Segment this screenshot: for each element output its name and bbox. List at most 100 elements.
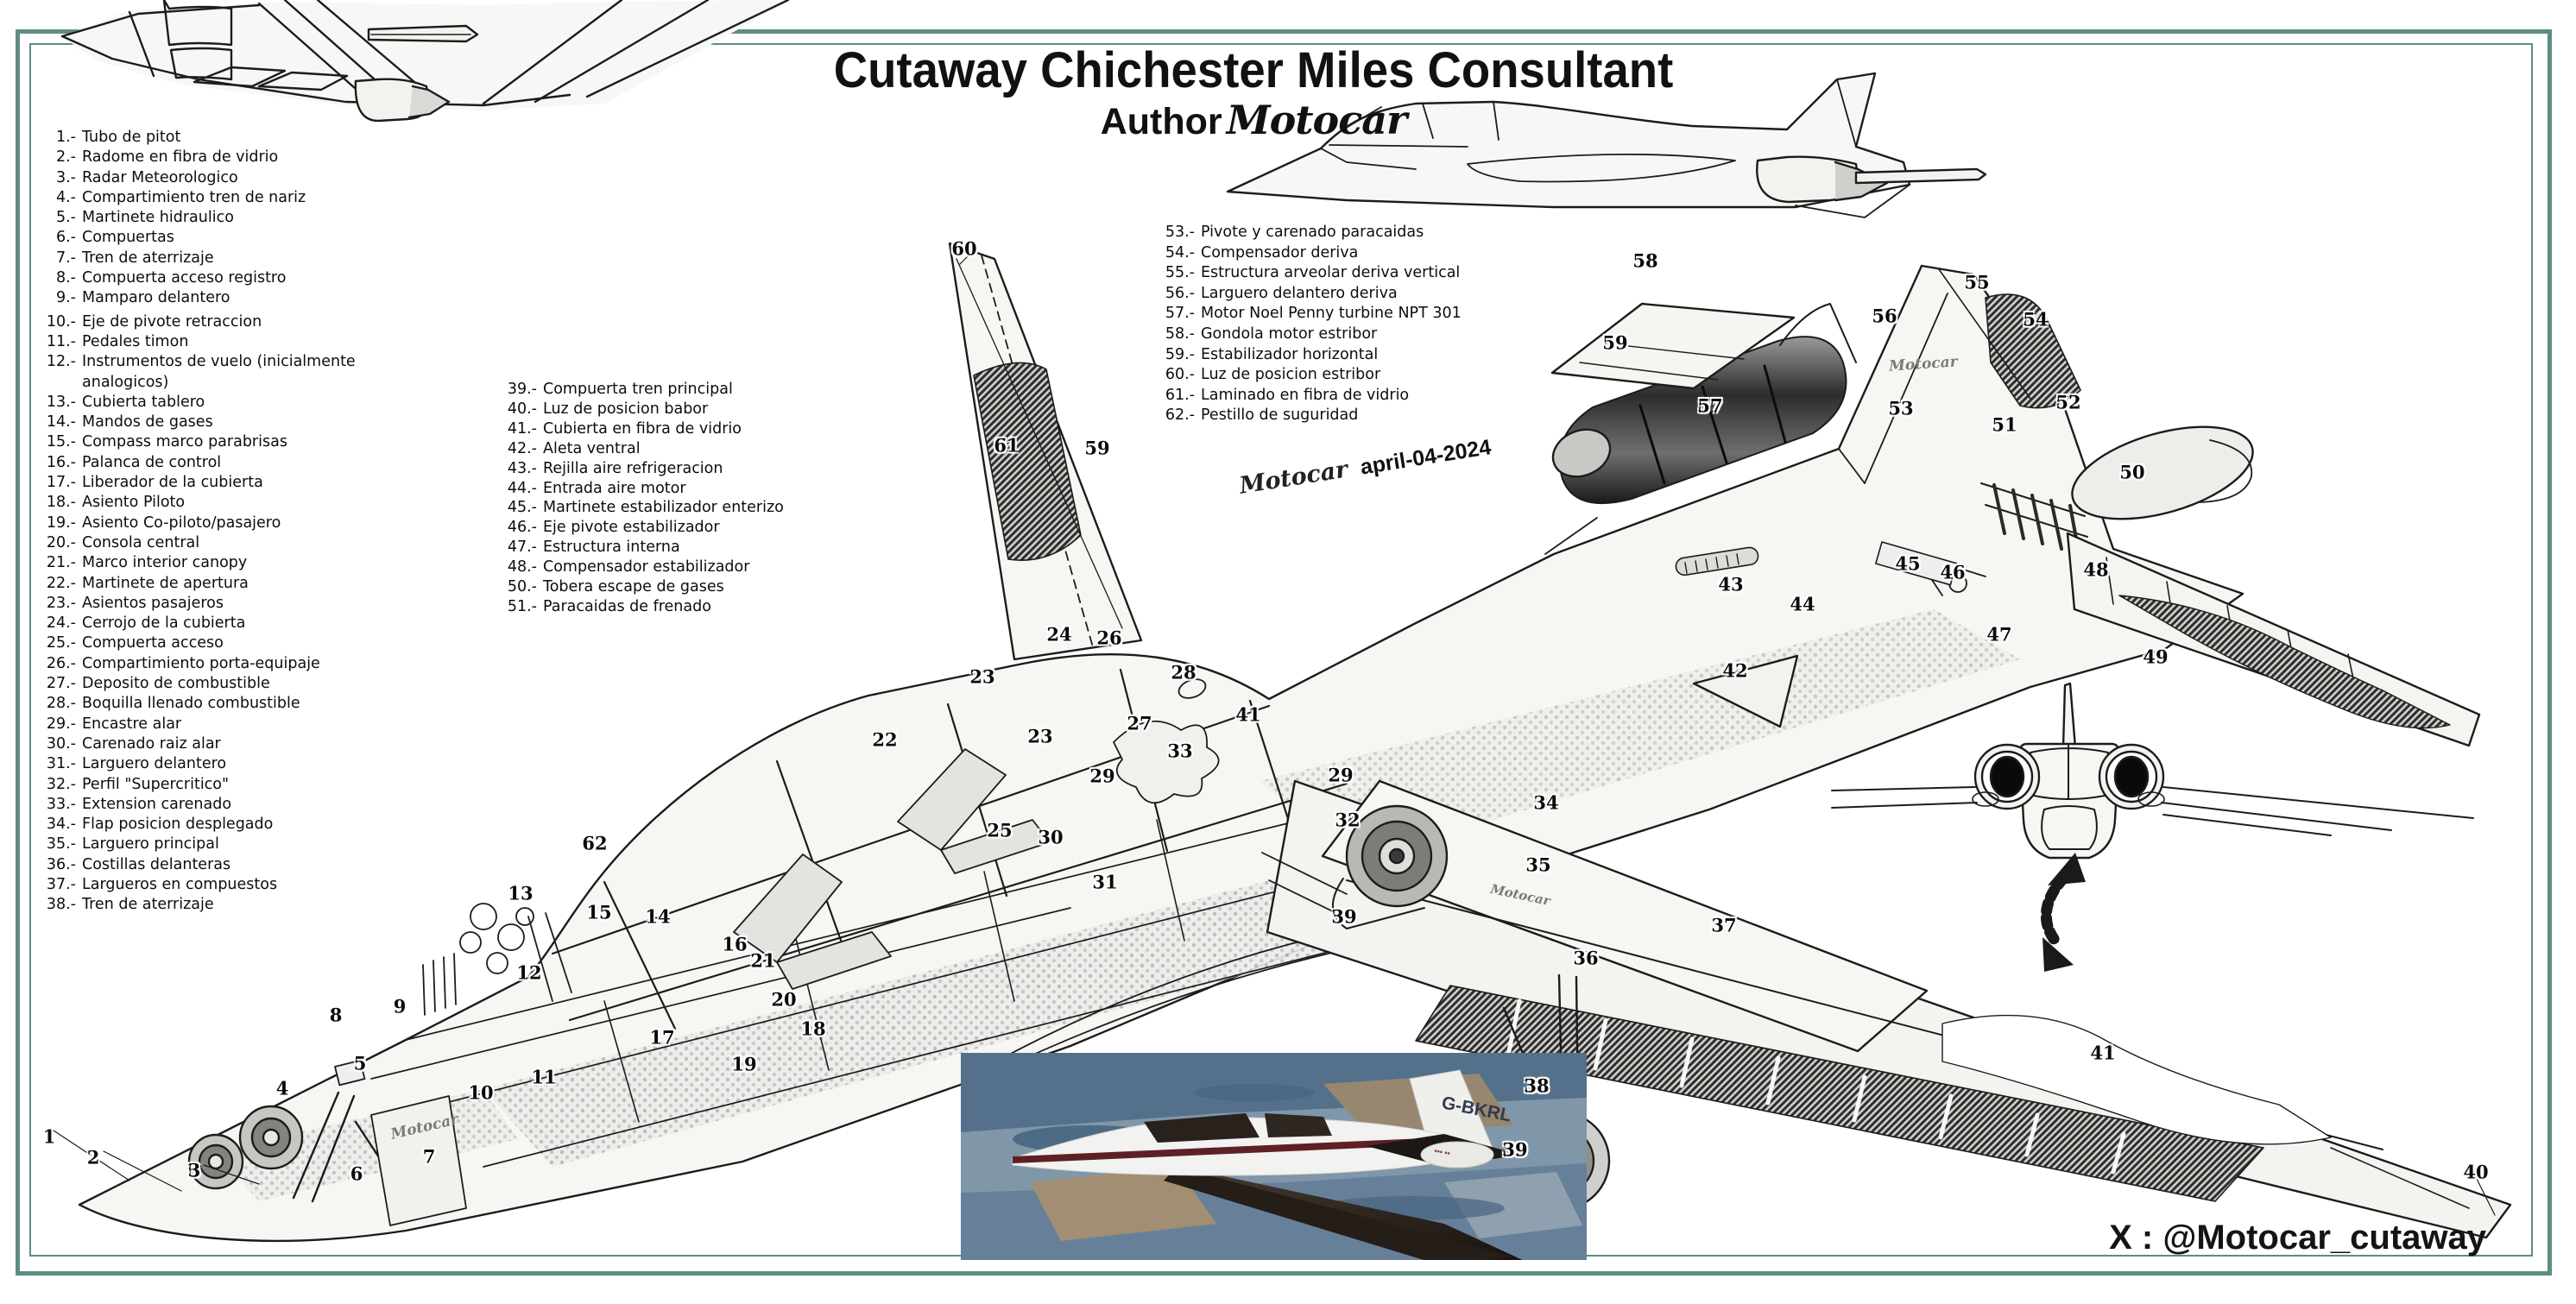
part-label: Perfil "Supercritico" — [82, 775, 230, 793]
callout-number-4: 4 — [275, 1077, 289, 1099]
callout-number-16: 16 — [722, 933, 748, 955]
callout-number-61: 61 — [994, 434, 1020, 457]
part-number: 40.- — [507, 400, 537, 418]
callout-number-13: 13 — [508, 882, 534, 904]
callout-number-50: 50 — [2119, 461, 2145, 483]
part-number: 55.- — [1165, 264, 1195, 282]
callout-number-15: 15 — [586, 901, 612, 923]
parts-list-item: 61.-Laminado en fibra de vidrio — [1157, 386, 1675, 406]
part-number: 16.- — [46, 453, 76, 471]
part-label: Mamparo delantero — [82, 289, 230, 307]
author-name: Motocar — [1226, 97, 1408, 143]
parts-list-item: 37.-Largueros en compuestos — [38, 875, 428, 895]
parts-list-item: 12.-Instrumentos de vuelo (inicialmente … — [38, 352, 428, 393]
part-number: 46.- — [507, 519, 537, 537]
parts-list-item: 46.-Eje pivote estabilizador — [499, 518, 913, 538]
part-label: Rejilla aire refrigeracion — [543, 459, 723, 477]
parts-list-item: 25.-Compuerta acceso — [38, 633, 428, 653]
part-number: 58.- — [1165, 324, 1195, 343]
parts-list-item: 59.-Estabilizador horizontal — [1157, 345, 1675, 366]
callout-number-29: 29 — [1328, 764, 1354, 786]
part-label: Estructura arveolar deriva vertical — [1201, 264, 1461, 282]
parts-list-item: 19.- Asiento Co-piloto/pasajero — [38, 513, 428, 533]
part-number: 54.- — [1165, 243, 1195, 261]
parts-list-item: 50.-Tobera escape de gases — [499, 577, 913, 597]
part-number: 41.- — [507, 419, 537, 438]
callout-number-35: 35 — [1525, 854, 1551, 876]
parts-list-item: 48.-Compensador estabilizador — [499, 558, 913, 577]
part-number: 19.- — [46, 513, 76, 532]
callout-number-40: 40 — [2463, 1161, 2489, 1183]
page-title: Cutaway Chichester Miles Consultant — [833, 42, 1674, 98]
parts-list-item: 58.- Gondola motor estribor — [1157, 324, 1675, 345]
parts-list-item: 3.-Radar Meteorologico — [38, 168, 428, 188]
callout-number-22: 22 — [872, 728, 898, 751]
parts-list-item: 17.-Liberador de la cubierta — [38, 473, 428, 493]
parts-list-item: 55.- Estructura arveolar deriva vertical — [1157, 263, 1675, 284]
parts-list-item: 11.-Pedales timon — [38, 332, 428, 352]
part-label: Entrada aire motor — [543, 479, 686, 497]
callout-number-3: 3 — [187, 1159, 201, 1181]
parts-list-item: 30.-Carenado raiz alar — [38, 734, 428, 754]
part-label: Cerrojo de la cubierta — [82, 614, 246, 633]
callout-number-33: 33 — [1167, 740, 1193, 762]
part-label: Paracaidas de frenado — [543, 597, 711, 615]
author-prefix: Author — [1100, 101, 1222, 142]
callout-number-10: 10 — [468, 1081, 494, 1104]
parts-list-item: 40.-Luz de posicion babor — [499, 400, 913, 419]
part-label: Asientos pasajeros — [82, 594, 224, 612]
callout-number-19: 19 — [731, 1053, 757, 1075]
parts-list-item: 4.-Compartimiento tren de nariz — [38, 188, 428, 208]
parts-list-item: 32.-Perfil "Supercritico" — [38, 775, 428, 795]
part-label: Estabilizador horizontal — [1201, 345, 1379, 363]
callout-number-42: 42 — [1722, 659, 1748, 682]
parts-list-item: 14.-Mandos de gases — [38, 413, 428, 432]
callout-number-32: 32 — [1335, 809, 1361, 831]
part-number: 12.- — [46, 353, 76, 371]
callout-number-5: 5 — [353, 1052, 367, 1074]
part-number: 39.- — [507, 381, 537, 398]
callout-number-45: 45 — [1895, 552, 1921, 575]
parts-list-item: 8.- Compuerta acceso registro — [38, 268, 428, 288]
part-label: Gondola motor estribor — [1201, 324, 1378, 343]
part-number: 10.- — [46, 312, 76, 331]
part-number: 21.- — [46, 554, 76, 572]
vertical-fin — [1864, 268, 2081, 484]
parts-list-item: 13.-Cubierta tablero — [38, 393, 428, 413]
part-number: 2.- — [55, 148, 76, 167]
part-number: 47.- — [507, 539, 537, 557]
part-number: 57.- — [1165, 305, 1195, 323]
part-label: Luz de posicion estribor — [1201, 366, 1381, 384]
parts-list-item: 33.-Extension carenado — [38, 795, 428, 815]
part-number: 5.- — [55, 209, 76, 227]
part-number: 51.- — [507, 597, 537, 615]
part-label: Carenado raiz alar — [82, 734, 221, 753]
callout-number-52: 52 — [2055, 391, 2081, 413]
part-number: 36.- — [46, 855, 76, 873]
callout-number-25: 25 — [987, 819, 1013, 841]
parts-list-item: 1.-Tubo de pitot — [38, 128, 428, 148]
part-label: Compuerta acceso registro — [82, 269, 287, 287]
callout-number-14: 14 — [645, 905, 671, 928]
callout-number-55: 55 — [1964, 271, 1990, 293]
parts-list-item: 51.- Paracaidas de frenado — [499, 597, 913, 617]
part-label: Cubierta tablero — [82, 393, 205, 411]
parts-list-item: 23.-Asientos pasajeros — [38, 594, 428, 614]
stabilizer-travel-arrow — [2041, 853, 2086, 972]
parts-list-item: 5.-Martinete hidraulico — [38, 208, 428, 228]
plan-view-drawing — [60, 0, 790, 123]
part-number: 8.- — [55, 269, 76, 287]
callout-number-38: 38 — [1524, 1074, 1550, 1097]
part-label: Compuerta acceso — [82, 634, 224, 652]
part-label: Asiento Co-piloto/pasajero — [82, 513, 281, 532]
author-line: Author Motocar — [943, 97, 1564, 143]
parts-list-item: 22.-Martinete de apertura — [38, 574, 428, 594]
poster-border-outer — [16, 29, 2552, 1276]
part-number: 20.- — [46, 533, 76, 551]
callout-number-23: 23 — [969, 665, 995, 688]
part-label: Tobera escape de gases — [543, 578, 724, 596]
part-label: Mandos de gases — [82, 413, 213, 432]
